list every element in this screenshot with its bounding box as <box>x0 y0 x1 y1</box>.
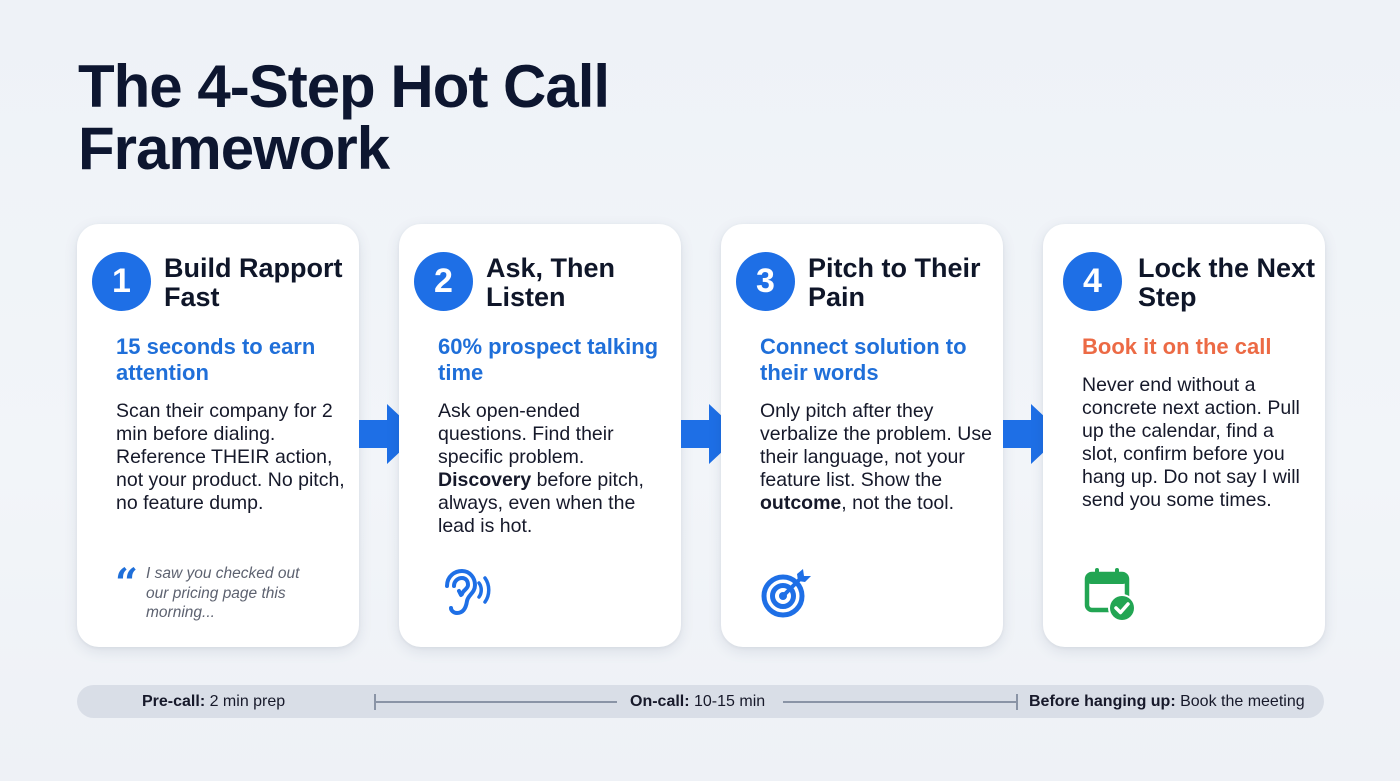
step-card-1: 1 Build Rapport Fast 15 seconds to earn … <box>77 224 359 647</box>
step-title: Build Rapport Fast <box>164 253 343 312</box>
step-body: Only pitch after they verbalize the prob… <box>760 400 992 514</box>
step-subtitle: Connect solution to their words <box>760 334 967 385</box>
example-quote: “ I saw you checked out our pricing page… <box>115 564 345 623</box>
page-title: The 4-Step Hot Call Framework <box>78 53 610 182</box>
step-subtitle: Book it on the call <box>1082 334 1272 359</box>
arrow-right-icon <box>681 404 741 464</box>
timeline-oncall: On-call: 10-15 min <box>630 693 766 710</box>
step-title: Pitch to Their Pain <box>808 253 981 312</box>
step-subtitle: 60% prospect talking time <box>438 334 659 385</box>
step-body: Scan their company for 2 min before dial… <box>116 400 345 514</box>
step-title: Lock the Next Step <box>1138 253 1316 312</box>
step-title: Ask, Then Listen <box>486 253 616 312</box>
step-number-badge: 4 <box>1063 252 1122 311</box>
timeline-line-right <box>783 701 1017 703</box>
step-number-badge: 2 <box>414 252 473 311</box>
calendar-check-icon <box>1084 568 1136 622</box>
call-timeline: Pre-call: 2 min prep On-call: 10-15 min … <box>77 685 1324 718</box>
timeline-line-left <box>374 701 617 703</box>
timeline-precall: Pre-call: 2 min prep <box>142 693 286 710</box>
quote-text: I saw you checked out our pricing page t… <box>146 565 300 621</box>
step-number-badge: 3 <box>736 252 795 311</box>
target-arrow-icon <box>761 569 811 618</box>
timeline-tick-end <box>1016 694 1018 710</box>
quote-icon: “ <box>115 560 139 607</box>
timeline-before-hangup: Before hanging up: Book the meeting <box>1029 693 1305 710</box>
ear-listening-icon <box>445 568 491 616</box>
step-body: Never end without a concrete next action… <box>1082 374 1300 511</box>
arrow-right-icon <box>1003 404 1063 464</box>
step-subtitle: 15 seconds to earn attention <box>116 334 316 385</box>
step-card-2: 2 Ask, Then Listen 60% prospect talking … <box>399 224 681 647</box>
step-body: Ask open-ended questions. Find their spe… <box>438 400 644 537</box>
step-card-4: 4 Lock the Next Step Book it on the call… <box>1043 224 1325 647</box>
step-card-3: 3 Pitch to Their Pain Connect solution t… <box>721 224 1003 647</box>
step-number-badge: 1 <box>92 252 151 311</box>
arrow-right-icon <box>359 404 419 464</box>
